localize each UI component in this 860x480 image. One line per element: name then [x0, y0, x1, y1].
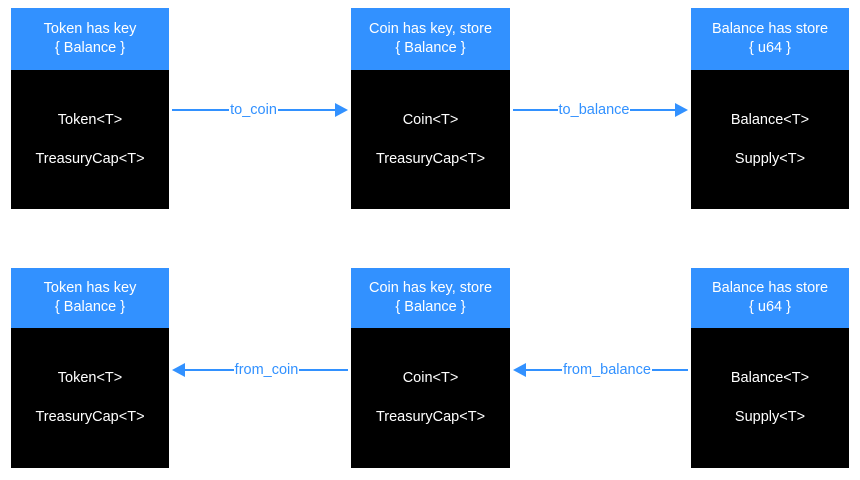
- edge-from-balance-line-right: [651, 369, 689, 371]
- node-coin-top-header-line2: { Balance }: [395, 40, 466, 56]
- edge-from-coin[interactable]: from_coin: [172, 359, 349, 381]
- edge-from-coin-label: from_coin: [234, 361, 299, 378]
- edge-to-coin-label: to_coin: [230, 101, 277, 118]
- edge-to-coin-line-right: [277, 109, 336, 111]
- node-token-top[interactable]: Token has key { Balance } Token<T> Treas…: [11, 8, 169, 209]
- node-coin-top[interactable]: Coin has key, store { Balance } Coin<T> …: [351, 8, 510, 209]
- node-balance-top-header-line1: Balance has store: [711, 21, 829, 37]
- node-balance-bottom-body-line1: Balance<T>: [730, 370, 810, 386]
- node-balance-bottom-header-line1: Balance has store: [711, 280, 829, 296]
- node-token-top-header-line2: { Balance }: [54, 40, 126, 56]
- node-token-bottom-header-line2: { Balance }: [54, 299, 126, 315]
- node-token-top-header: Token has key { Balance }: [11, 8, 169, 70]
- node-balance-top-body-line2: Supply<T>: [734, 150, 806, 167]
- node-token-bottom[interactable]: Token has key { Balance } Token<T> Treas…: [11, 268, 169, 468]
- node-token-top-body-line2: TreasuryCap<T>: [35, 150, 145, 167]
- node-coin-bottom-header: Coin has key, store { Balance }: [351, 268, 510, 328]
- node-coin-bottom-header-line2: { Balance }: [395, 299, 466, 315]
- edge-from-coin-line-right: [299, 369, 349, 371]
- node-balance-bottom[interactable]: Balance has store { u64 } Balance<T> Sup…: [691, 268, 849, 468]
- node-balance-top-header-line2: { u64 }: [749, 40, 791, 56]
- edge-to-coin-line-left: [172, 109, 230, 111]
- node-balance-top-header: Balance has store { u64 }: [691, 8, 849, 70]
- arrow-left-icon: [172, 363, 185, 377]
- edge-to-balance[interactable]: to_balance: [513, 99, 689, 121]
- node-balance-top-body: Balance<T> Supply<T>: [691, 70, 849, 209]
- node-coin-top-body-line1: Coin<T>: [402, 111, 459, 128]
- node-balance-bottom-body: Balance<T> Supply<T>: [691, 328, 849, 468]
- arrow-left-icon: [513, 363, 526, 377]
- node-token-top-body-line1: Token<T>: [57, 111, 123, 128]
- node-balance-top[interactable]: Balance has store { u64 } Balance<T> Sup…: [691, 8, 849, 209]
- node-coin-bottom-body-line1: Coin<T>: [402, 370, 459, 386]
- arrow-right-icon: [675, 103, 689, 117]
- node-token-top-header-line1: Token has key: [43, 21, 137, 37]
- node-coin-top-header-line1: Coin has key, store: [368, 21, 493, 37]
- edge-to-coin[interactable]: to_coin: [172, 99, 349, 121]
- node-token-bottom-body-line2: TreasuryCap<T>: [35, 409, 145, 425]
- edge-from-balance-label: from_balance: [563, 361, 651, 378]
- node-token-top-body: Token<T> TreasuryCap<T>: [11, 70, 169, 209]
- arrow-right-icon: [335, 103, 349, 117]
- node-token-bottom-header-line1: Token has key: [43, 280, 137, 296]
- node-balance-bottom-body-line2: Supply<T>: [734, 409, 806, 425]
- node-coin-bottom[interactable]: Coin has key, store { Balance } Coin<T> …: [351, 268, 510, 468]
- node-coin-bottom-body-line2: TreasuryCap<T>: [375, 409, 486, 425]
- edge-from-balance[interactable]: from_balance: [513, 359, 689, 381]
- edge-to-balance-line-right: [630, 109, 676, 111]
- node-coin-bottom-body: Coin<T> TreasuryCap<T>: [351, 328, 510, 468]
- edge-to-balance-line-left: [513, 109, 558, 111]
- edge-to-balance-label: to_balance: [558, 101, 630, 118]
- node-token-bottom-body-line1: Token<T>: [57, 370, 123, 386]
- node-coin-top-body-line2: TreasuryCap<T>: [375, 150, 486, 167]
- node-balance-bottom-header-line2: { u64 }: [749, 299, 791, 315]
- node-coin-top-header: Coin has key, store { Balance }: [351, 8, 510, 70]
- node-token-bottom-header: Token has key { Balance }: [11, 268, 169, 328]
- edge-from-balance-line-left: [526, 369, 563, 371]
- node-balance-top-body-line1: Balance<T>: [730, 111, 810, 128]
- node-coin-top-body: Coin<T> TreasuryCap<T>: [351, 70, 510, 209]
- node-coin-bottom-header-line1: Coin has key, store: [368, 280, 493, 296]
- node-token-bottom-body: Token<T> TreasuryCap<T>: [11, 328, 169, 468]
- node-balance-bottom-header: Balance has store { u64 }: [691, 268, 849, 328]
- edge-from-coin-line-left: [185, 369, 234, 371]
